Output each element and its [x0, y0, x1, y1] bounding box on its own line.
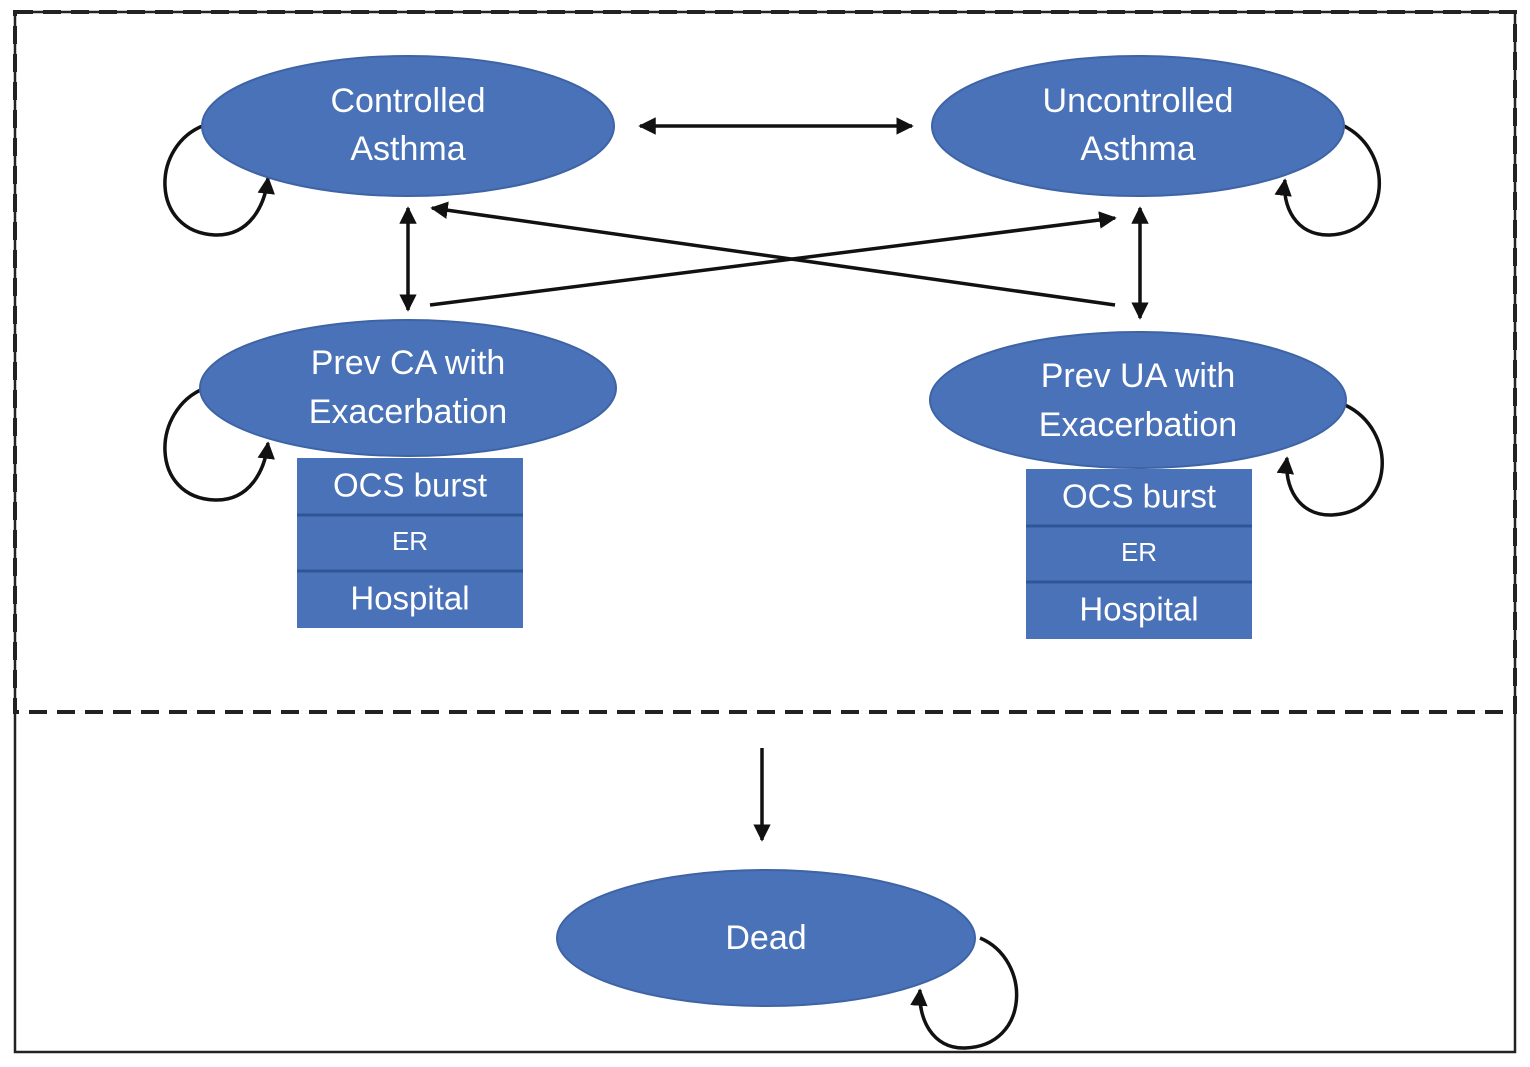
- self-loop-controlled: [163, 123, 275, 237]
- node-prev-ca-line1: Prev CA with: [311, 344, 506, 382]
- edge-prev-ua-to-controlled: [430, 201, 1116, 307]
- node-prev-ca-with-exacerbation: Prev CA with Exacerbation: [199, 319, 617, 457]
- box-ua-er: [1026, 527, 1252, 581]
- self-loop-prev-ca: [163, 386, 275, 502]
- node-controlled-asthma: Controlled Asthma: [201, 55, 615, 197]
- self-loop-uncontrolled: [1274, 123, 1382, 237]
- box-ua-ocs-burst: [1026, 469, 1252, 525]
- node-dead-label: Dead: [725, 919, 806, 957]
- node-dead: Dead: [556, 869, 976, 1007]
- box-ca-hospital-label: Hospital: [350, 580, 469, 617]
- box-ca-ocs-burst: [297, 458, 523, 514]
- node-uncontrolled-line1: Uncontrolled: [1043, 82, 1234, 120]
- self-loop-prev-ua: [1276, 403, 1384, 517]
- node-uncontrolled-asthma: Uncontrolled Asthma: [931, 55, 1345, 197]
- prev-ua-exacerbation-types: OCS burst ER Hospital: [1026, 469, 1252, 639]
- box-ca-hospital: [297, 572, 523, 628]
- box-ua-hospital-label: Hospital: [1079, 591, 1198, 628]
- node-controlled-line1: Controlled: [331, 82, 486, 120]
- edge-prev-ca-to-uncontrolled: [429, 211, 1117, 307]
- node-prev-ca-line2: Exacerbation: [309, 393, 507, 431]
- node-prev-ua-line2: Exacerbation: [1039, 406, 1237, 444]
- node-prev-ua-with-exacerbation: Prev UA with Exacerbation: [929, 331, 1347, 469]
- self-loop-dead: [910, 936, 1019, 1050]
- box-ua-hospital: [1026, 583, 1252, 639]
- box-ua-er-label: ER: [1121, 537, 1157, 567]
- alive-states-dashed-frame: [13, 10, 1517, 714]
- node-controlled-line2: Asthma: [350, 130, 465, 168]
- box-ca-er: [297, 516, 523, 570]
- box-ca-er-label: ER: [392, 526, 428, 556]
- node-prev-ua-line1: Prev UA with: [1041, 357, 1236, 395]
- node-uncontrolled-line2: Asthma: [1080, 130, 1195, 168]
- prev-ca-exacerbation-types: OCS burst ER Hospital: [297, 458, 523, 628]
- box-ua-ocs-burst-label: OCS burst: [1062, 478, 1216, 515]
- box-ca-ocs-burst-label: OCS burst: [333, 467, 487, 504]
